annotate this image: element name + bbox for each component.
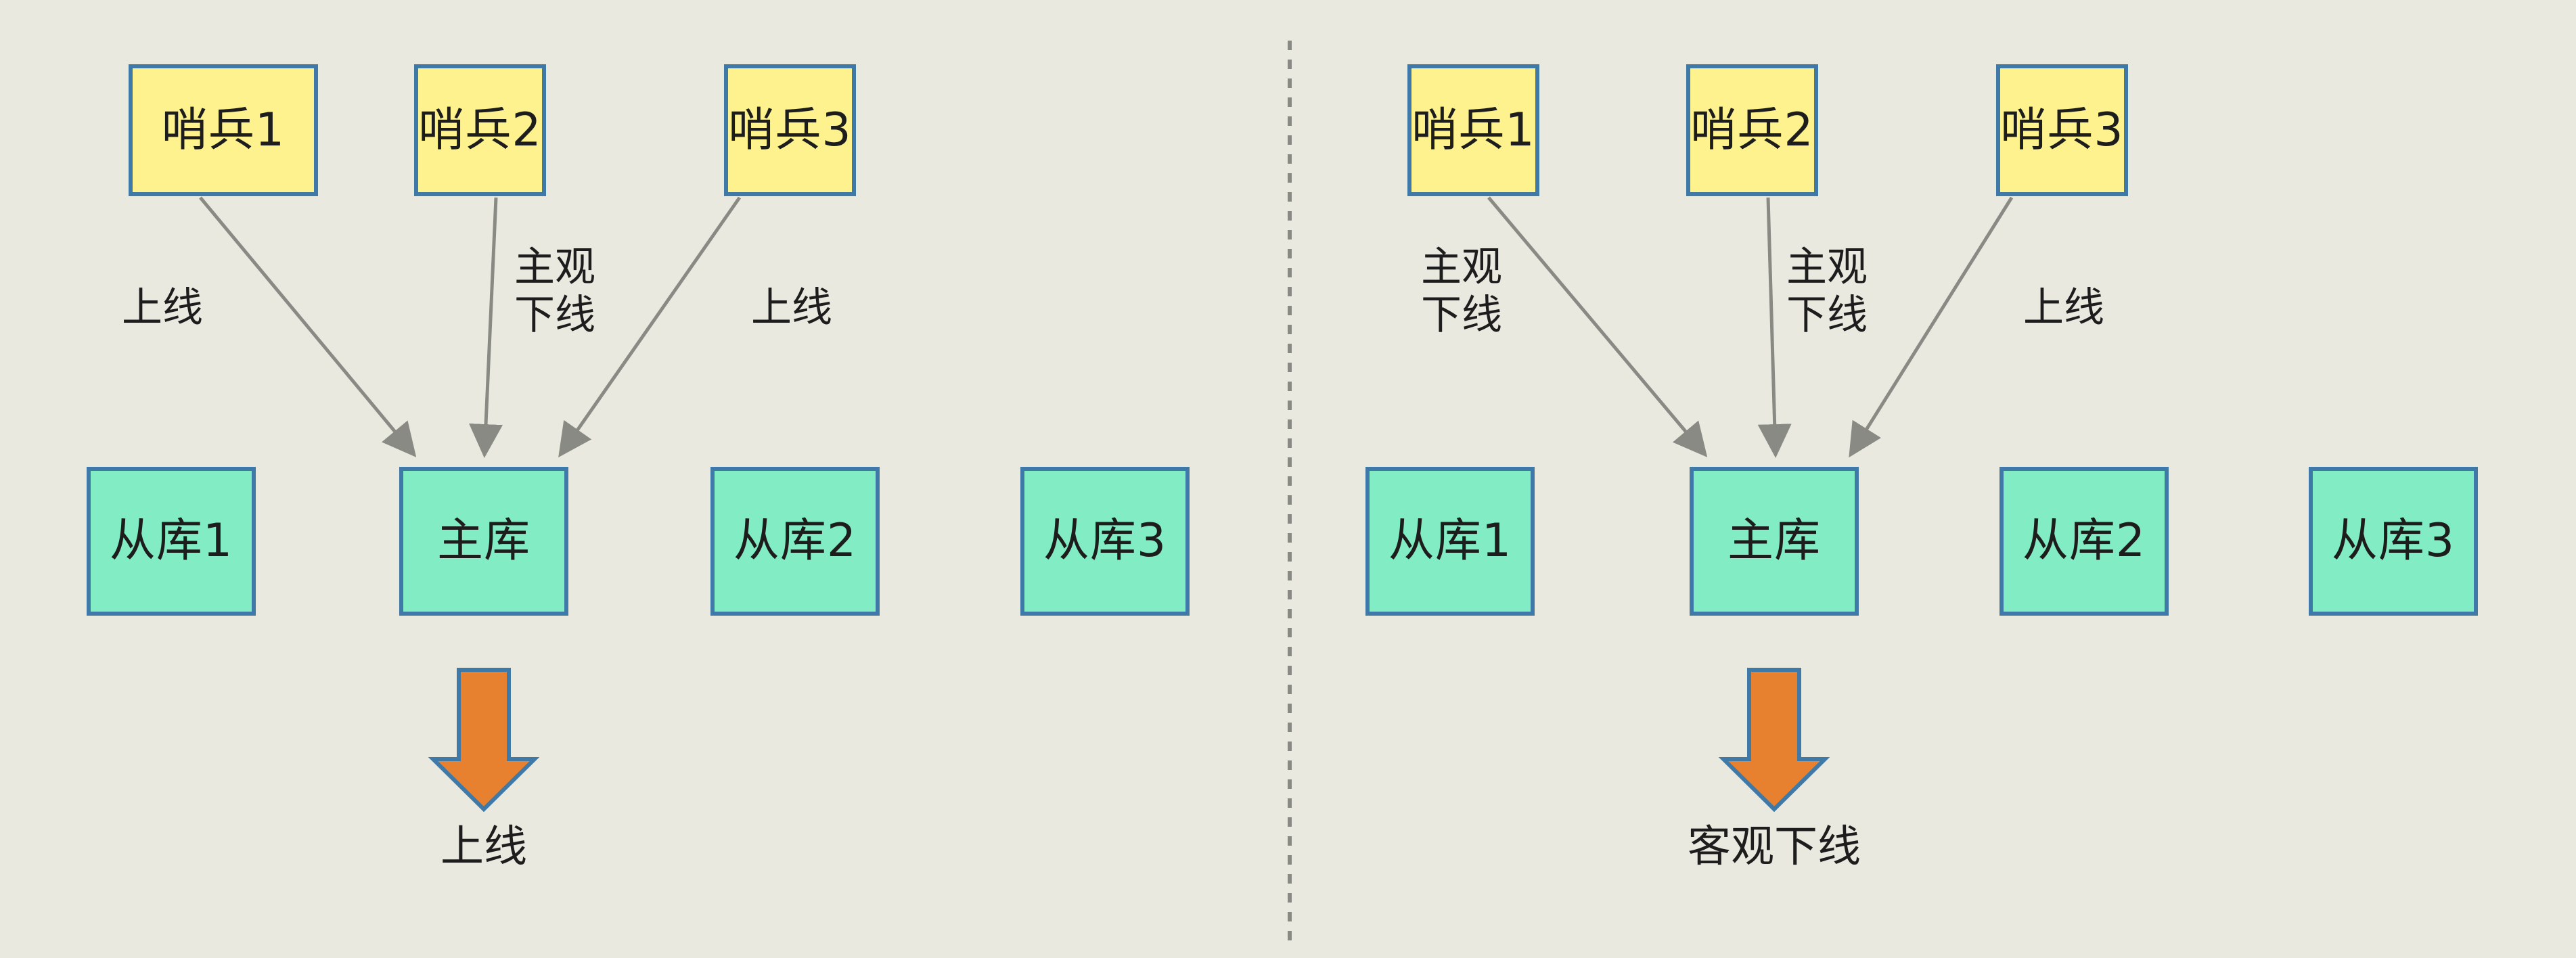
outcome-arrow-right: [1718, 668, 1830, 813]
sentinel-node-1-right[interactable]: 哨兵1: [1407, 64, 1539, 196]
sentinel-node-label: 哨兵3: [728, 103, 852, 157]
sentinel-node-3-right[interactable]: 哨兵3: [1996, 64, 2128, 196]
edge-sentinel1-to-master-right: [1487, 196, 1708, 457]
edge-label-sentinel3-left: 上线: [751, 284, 832, 332]
edge-label-sentinel2-right: 主观 下线: [1786, 244, 1868, 339]
replica-node-2-right[interactable]: 从库2: [1999, 467, 2169, 616]
replica-node-3-left[interactable]: 从库3: [1020, 467, 1190, 616]
edge-label-sentinel1-left: 上线: [122, 284, 203, 332]
master-node-right[interactable]: 主库: [1690, 467, 1859, 616]
sentinel-node-label: 哨兵1: [1411, 103, 1535, 157]
sentinel-node-2-right[interactable]: 哨兵2: [1686, 64, 1818, 196]
edge-sentinel1-to-master-left: [199, 196, 417, 457]
replica-node-3-right[interactable]: 从库3: [2309, 467, 2478, 616]
sentinel-node-2-left[interactable]: 哨兵2: [414, 64, 546, 196]
edge-sentinel2-to-master-right: [1757, 197, 1792, 458]
sentinel-node-label: 哨兵2: [1690, 103, 1814, 157]
sentinel-node-label: 哨兵3: [2000, 103, 2124, 157]
database-node-label: 主库: [1727, 514, 1821, 568]
edge-sentinel3-to-master-left: [558, 196, 742, 458]
outcome-label-left: 上线: [440, 822, 527, 872]
edge-label-sentinel3-right: 上线: [2023, 284, 2104, 332]
sentinel-node-label: 哨兵1: [161, 103, 286, 157]
database-node-label: 主库: [436, 514, 530, 568]
replica-node-1-left[interactable]: 从库1: [87, 467, 256, 616]
database-node-label: 从库3: [2331, 514, 2456, 568]
edge-sentinel2-to-master-left: [469, 197, 503, 458]
edge-label-sentinel1-right: 主观 下线: [1421, 244, 1502, 339]
database-node-label: 从库1: [109, 514, 233, 568]
outcome-arrow-left: [428, 668, 540, 813]
sentinel-node-label: 哨兵2: [418, 103, 542, 157]
sentinel-node-3-left[interactable]: 哨兵3: [724, 64, 856, 196]
outcome-label-right: 客观下线: [1688, 822, 1861, 872]
database-node-label: 从库3: [1043, 514, 1167, 568]
edge-label-sentinel2-left: 主观 下线: [514, 244, 595, 339]
database-node-label: 从库1: [1388, 514, 1512, 568]
sentinel-node-1-left[interactable]: 哨兵1: [129, 64, 318, 196]
database-node-label: 从库2: [2022, 514, 2146, 568]
edge-sentinel3-to-master-right: [1849, 196, 2014, 458]
master-node-left[interactable]: 主库: [399, 467, 568, 616]
replica-node-2-left[interactable]: 从库2: [710, 467, 880, 616]
replica-node-1-right[interactable]: 从库1: [1365, 467, 1535, 616]
database-node-label: 从库2: [733, 514, 857, 568]
